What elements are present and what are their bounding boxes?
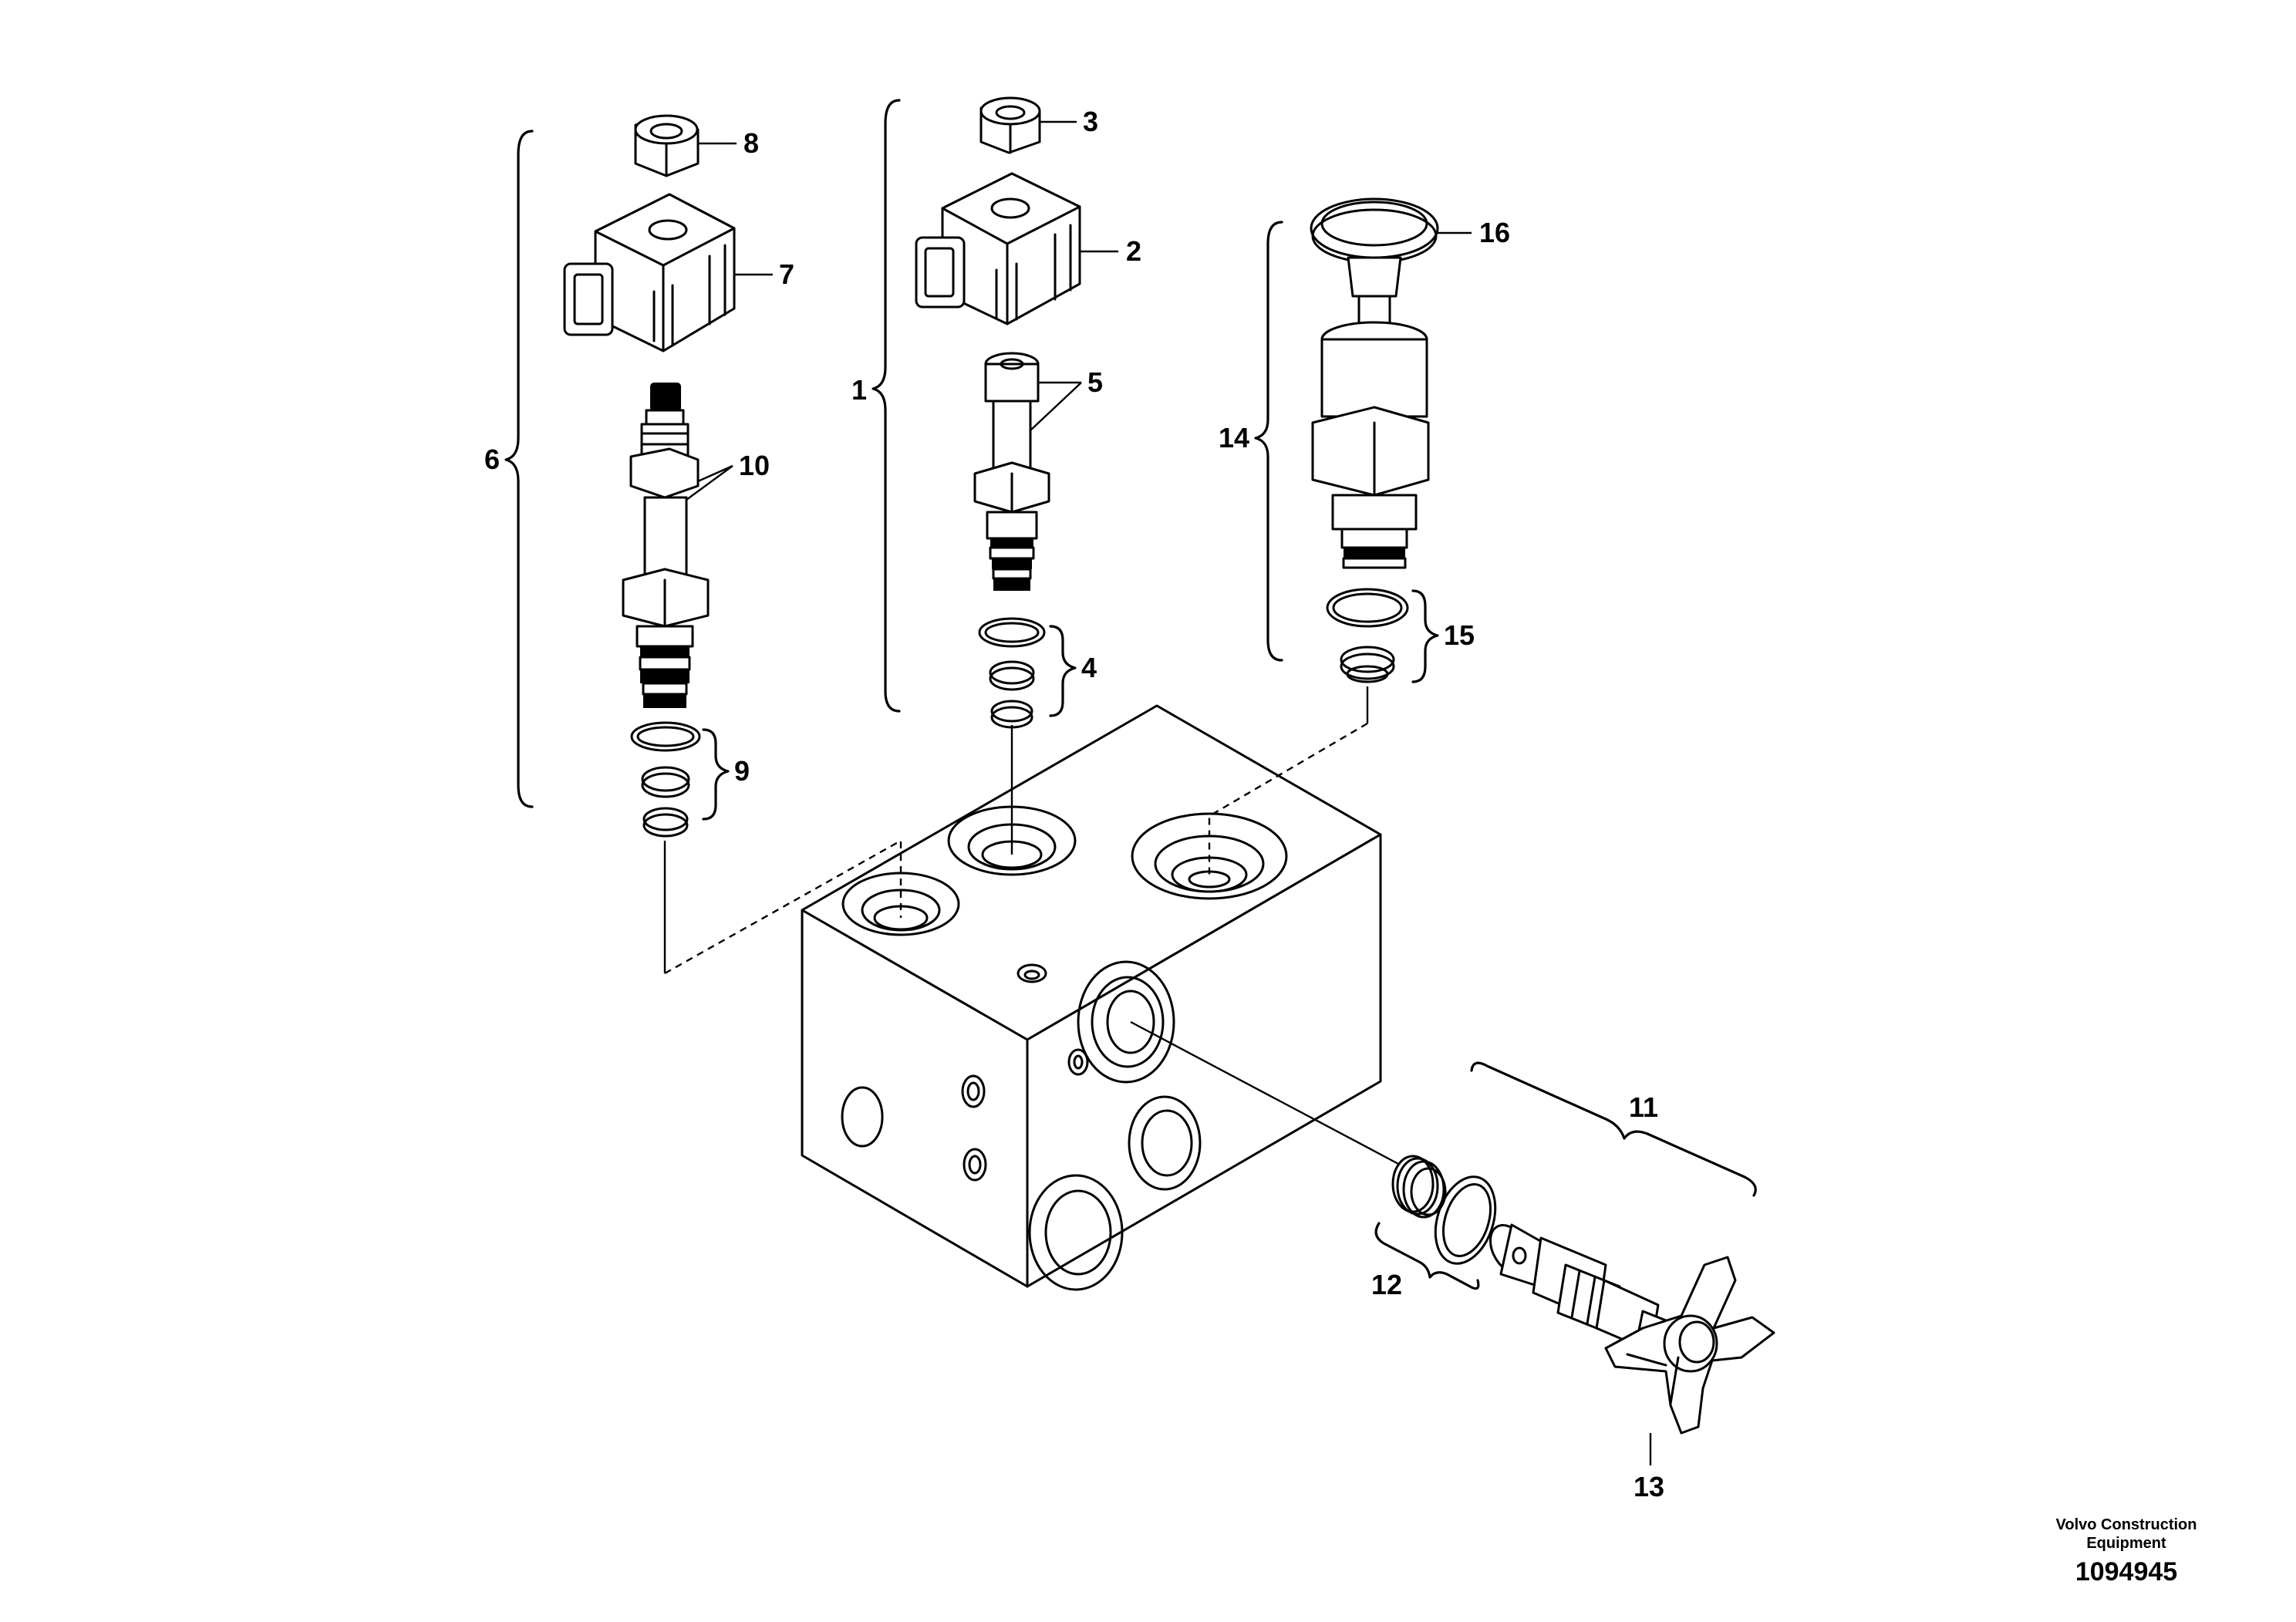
port-left: [841, 872, 960, 936]
label-8: 8: [743, 127, 759, 159]
center-solenoid-valve-assembly: [915, 96, 1081, 729]
label-2: 2: [1126, 235, 1141, 267]
label-3: 3: [1083, 106, 1098, 137]
label-15: 15: [1444, 619, 1475, 651]
label-14: 14: [1219, 422, 1249, 454]
cap-16: [1310, 197, 1439, 338]
nut-8: [634, 114, 700, 177]
drawing-number: 1094945: [2075, 1557, 2178, 1587]
nut-3: [979, 96, 1041, 154]
handle-13: [1604, 1256, 1775, 1435]
label-9: 9: [734, 755, 750, 787]
relief-valve-assembly: [1310, 197, 1439, 683]
seal-kit-9: [630, 721, 701, 838]
seal-kit-4: [978, 617, 1046, 729]
part-labels: 1 2 3 4 5 6 7 8 9 10 11 12 13 14 15 16: [484, 106, 1664, 1502]
braces: [504, 99, 1757, 1290]
needle-valve-assembly: [1391, 1155, 1775, 1435]
label-11: 11: [1629, 1091, 1658, 1123]
seal-kit-15: [1326, 588, 1409, 683]
leader-lines: [686, 120, 1652, 1465]
manufacturer-line-2: Equipment: [2086, 1535, 2166, 1552]
label-10: 10: [739, 450, 770, 481]
label-7: 7: [779, 258, 794, 290]
label-12: 12: [1371, 1269, 1402, 1300]
assembly-lines: [663, 686, 1401, 1166]
label-5: 5: [1087, 366, 1103, 398]
left-solenoid-valve-assembly: [563, 114, 736, 838]
label-1: 1: [851, 374, 867, 406]
label-16: 16: [1479, 217, 1510, 248]
spring-12: [1391, 1155, 1447, 1219]
port-side-relief: [1077, 960, 1175, 1084]
solenoid-cartridge-10: [622, 383, 710, 708]
relief-valve-body-14: [1311, 321, 1430, 569]
valve-block: [801, 704, 1382, 1291]
label-4: 4: [1081, 652, 1097, 683]
solenoid-coil-2: [915, 172, 1081, 325]
solenoid-cartridge-5: [973, 352, 1050, 591]
drawing-footer: Volvo Construction Equipment 1094945: [2003, 1516, 2250, 1587]
solenoid-coil-7: [563, 193, 736, 352]
label-13: 13: [1633, 1471, 1664, 1502]
label-6: 6: [484, 443, 500, 475]
manufacturer-line-1: Volvo Construction: [2055, 1516, 2197, 1533]
